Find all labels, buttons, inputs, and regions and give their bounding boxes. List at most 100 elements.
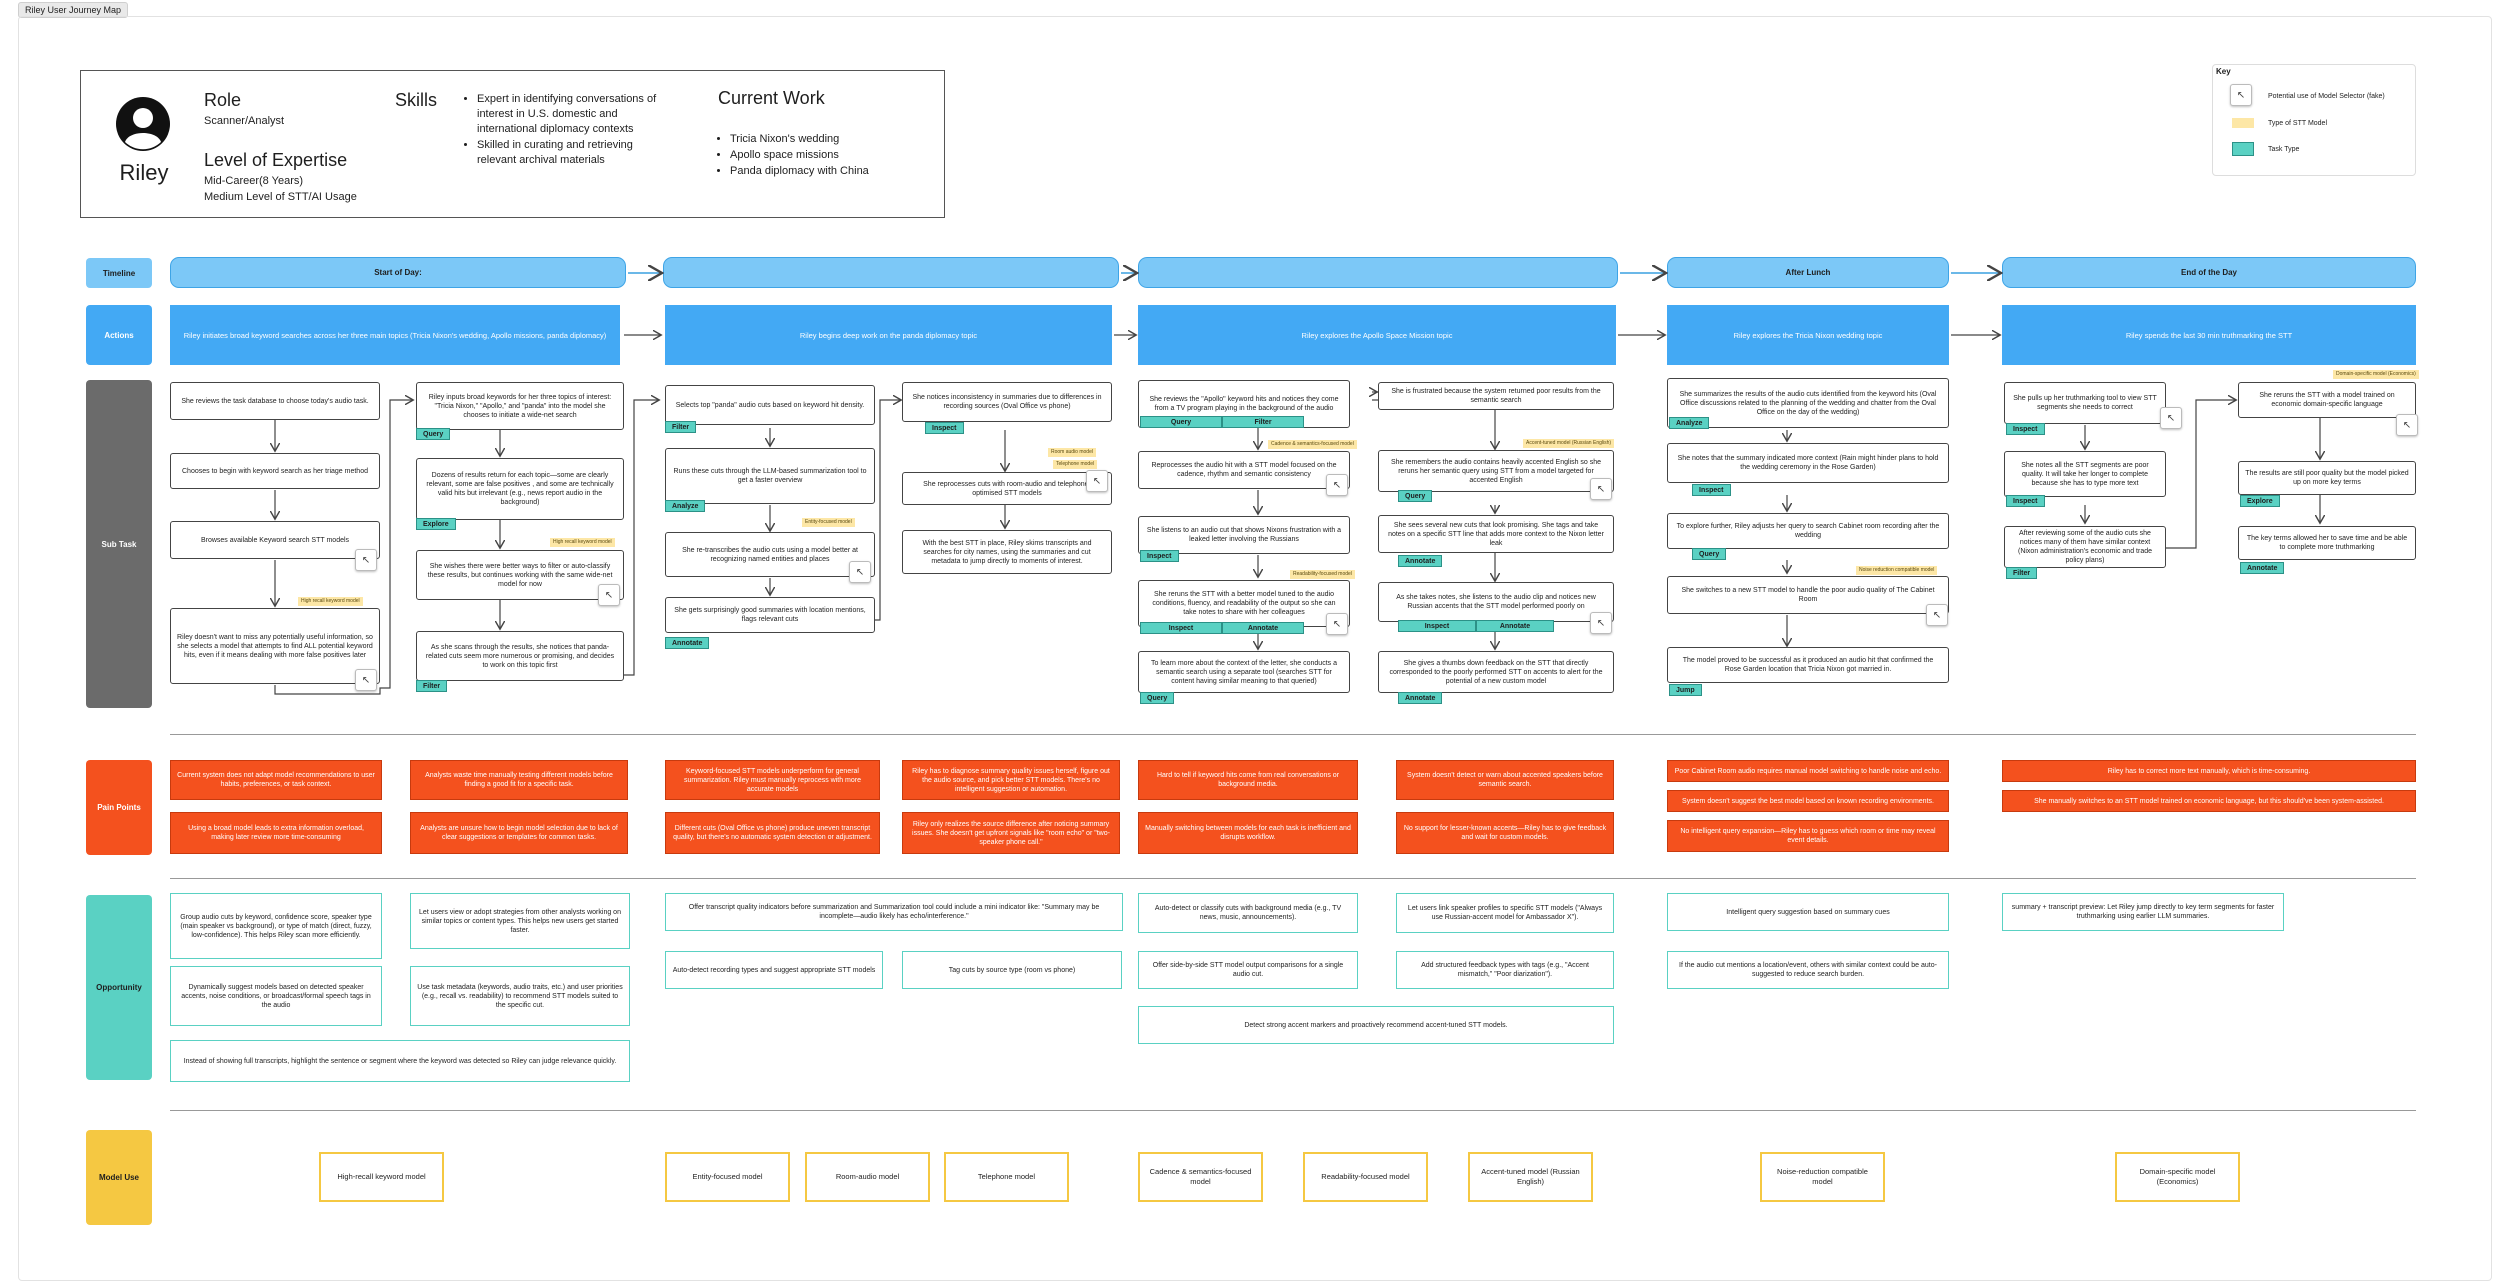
row-label-timeline: Timeline xyxy=(86,258,152,288)
pain-point: Riley only realizes the source differenc… xyxy=(902,812,1120,854)
work-label: Current Work xyxy=(718,88,825,108)
row-label-opportunity: Opportunity xyxy=(86,895,152,1080)
pain-point: Analysts waste time manually testing dif… xyxy=(410,760,628,800)
task-llm-summarization: Runs these cuts through the LLM-based su… xyxy=(665,448,875,504)
model-tag-accent: Accent-tuned model (Russian English) xyxy=(1523,439,1615,448)
task-tag-annotate: Annotate xyxy=(1398,692,1443,704)
task-retranscribe-entities: She re-transcribes the audio cuts using … xyxy=(665,532,875,577)
pain-point: Riley has to correct more text manually,… xyxy=(2002,760,2416,782)
role-label: Role xyxy=(204,90,242,110)
action-panda-diplomacy: Riley begins deep work on the panda dipl… xyxy=(665,305,1112,365)
task-tag-annotate: Annotate xyxy=(665,637,710,649)
task-input-keywords: Riley inputs broad keywords for her thre… xyxy=(416,382,624,430)
opportunity-card: Offer side-by-side STT model output comp… xyxy=(1138,951,1358,989)
model-tag-domain: Domain-specific model (Economics) xyxy=(2333,370,2419,379)
legend-item-task-type: Task Type xyxy=(2268,146,2300,153)
task-summarize-wedding: She summarizes the results of the audio … xyxy=(1667,378,1949,428)
opportunity-card: Auto-detect or classify cuts with backgr… xyxy=(1138,893,1358,933)
opportunity-card: Let users link speaker profiles to speci… xyxy=(1396,893,1614,933)
timeline-phase-end-of-day: End of the Day xyxy=(2002,257,2416,288)
timeline-phase-start-of-day: Start of Day: xyxy=(170,257,626,288)
skills-list: Expert in identifying conversations of i… xyxy=(477,92,672,169)
legend-swatch-task xyxy=(2232,142,2254,156)
opportunity-card: Use task metadata (keywords, audio trait… xyxy=(410,966,630,1026)
work-list: Tricia Nixon's wedding Apollo space miss… xyxy=(730,132,930,180)
opportunity-card: Group audio cuts by keyword, confidence … xyxy=(170,893,382,959)
task-notice-inconsistency: She notices inconsistency in summaries d… xyxy=(902,382,1112,422)
pain-point: Analysts are unsure how to begin model s… xyxy=(410,812,628,854)
task-rerun-accented: She remembers the audio contains heavily… xyxy=(1378,450,1614,492)
opportunity-card: Offer transcript quality indicators befo… xyxy=(665,893,1123,931)
persona-name: Riley xyxy=(119,160,169,185)
cursor-pointer-icon: ↖ xyxy=(598,584,620,606)
task-tag-analyze: Analyze xyxy=(665,500,706,512)
cursor-pointer-icon: ↖ xyxy=(849,561,871,583)
timeline-phase-morning-2 xyxy=(663,257,1119,288)
work-item: Apollo space missions xyxy=(730,148,930,163)
task-choose-keyword-search: Chooses to begin with keyword search as … xyxy=(170,453,380,489)
task-still-poor-quality: The results are still poor quality but t… xyxy=(2238,461,2416,495)
pain-point: Different cuts (Oval Office vs phone) pr… xyxy=(665,812,880,854)
task-review-database: She reviews the task database to choose … xyxy=(170,382,380,420)
pain-point: Keyword-focused STT models underperform … xyxy=(665,760,880,800)
task-tag-filter: Filter xyxy=(2006,567,2038,579)
pain-point: Poor Cabinet Room audio requires manual … xyxy=(1667,760,1949,782)
task-tag-inspect: Inspect xyxy=(1398,620,1476,632)
expertise-line-1: Mid-Career(8 Years) xyxy=(204,175,304,187)
task-tag-annotate: Annotate xyxy=(2240,562,2285,574)
cursor-pointer-icon: ↖ xyxy=(2160,407,2182,429)
skills-label: Skills xyxy=(395,90,438,110)
pain-point: System doesn't suggest the best model ba… xyxy=(1667,790,1949,812)
task-listen-leaked-letter: She listens to an audio cut that shows N… xyxy=(1138,516,1350,554)
task-tag-annotate: Annotate xyxy=(1222,622,1304,634)
cursor-pointer-icon: ↖ xyxy=(355,549,377,571)
task-switch-noise-model: She switches to a new STT model to handl… xyxy=(1667,576,1949,614)
task-tag-jump: Jump xyxy=(1669,684,1702,696)
pain-point: Hard to tell if keyword hits come from r… xyxy=(1138,760,1358,800)
action-tricia-nixon-wedding: Riley explores the Tricia Nixon wedding … xyxy=(1667,305,1949,365)
task-notice-russian-accents: As she takes notes, she listens to the a… xyxy=(1378,582,1614,622)
opportunity-card: Instead of showing full transcripts, hig… xyxy=(170,1040,630,1082)
model-use-card: Entity-focused model xyxy=(665,1152,790,1202)
task-tag-filter: Filter xyxy=(665,421,697,433)
frame-title[interactable]: Riley User Journey Map xyxy=(18,2,129,18)
expertise-line-2: Medium Level of STT/AI Usage xyxy=(204,191,357,203)
task-tag-explore: Explore xyxy=(416,518,456,530)
opportunity-card: Dynamically suggest models based on dete… xyxy=(170,966,382,1026)
timeline-phase-morning-3 xyxy=(1138,257,1618,288)
task-confirm-rose-garden: The model proved to be successful as it … xyxy=(1667,647,1949,683)
pain-point: Current system does not adapt model reco… xyxy=(170,760,382,800)
legend-item-model-type: Type of STT Model xyxy=(2268,120,2328,127)
task-tag-query: Query xyxy=(1692,548,1727,560)
model-use-card: Readability-focused model xyxy=(1303,1152,1428,1202)
expertise-label: Level of Expertise xyxy=(204,150,348,170)
cursor-pointer-icon: ↖ xyxy=(1326,613,1348,635)
task-thumbs-down-feedback: She gives a thumbs down feedback on the … xyxy=(1378,651,1614,693)
legend-item-model-selector: Potential use of Model Selector (fake) xyxy=(2268,93,2385,100)
opportunity-card: Let users view or adopt strategies from … xyxy=(410,893,630,949)
action-broad-keyword-search: Riley initiates broad keyword searches a… xyxy=(170,305,620,365)
opportunity-card: Add structured feedback types with tags … xyxy=(1396,951,1614,989)
row-divider xyxy=(170,734,2416,735)
opportunity-card: summary + transcript preview: Let Riley … xyxy=(2002,893,2284,931)
model-tag-telephone: Telephone model xyxy=(1053,460,1098,469)
task-summary-rain-context: She notes that the summary indicated mor… xyxy=(1667,443,1949,483)
work-item: Panda diplomacy with China xyxy=(730,164,930,179)
task-tag-inspect: Inspect xyxy=(2006,495,2045,507)
task-frustrated-results: She is frustrated because the system ret… xyxy=(1378,382,1614,410)
model-tag-high-recall: High recall keyword model xyxy=(550,538,615,547)
opportunity-card: Auto-detect recording types and suggest … xyxy=(665,951,883,989)
cursor-pointer-icon: ↖ xyxy=(2396,414,2418,436)
row-label-model-use: Model Use xyxy=(86,1130,152,1225)
pain-point: She manually switches to an STT model tr… xyxy=(2002,790,2416,812)
board-frame xyxy=(18,16,2492,1281)
skill-item: Expert in identifying conversations of i… xyxy=(477,92,672,137)
model-tag-entity: Entity-focused model xyxy=(802,518,855,527)
work-item: Tricia Nixon's wedding xyxy=(730,132,930,147)
task-rerun-economic: She reruns the STT with a model trained … xyxy=(2238,382,2416,418)
model-tag-noise: Noise reduction compatible model xyxy=(1856,566,1938,575)
task-wish-filter: She wishes there were better ways to fil… xyxy=(416,550,624,600)
task-pull-truthmarking: She pulls up her truthmarking tool to vi… xyxy=(2004,382,2166,424)
task-tag-query: Query xyxy=(1398,490,1433,502)
person-avatar-icon xyxy=(116,97,170,151)
